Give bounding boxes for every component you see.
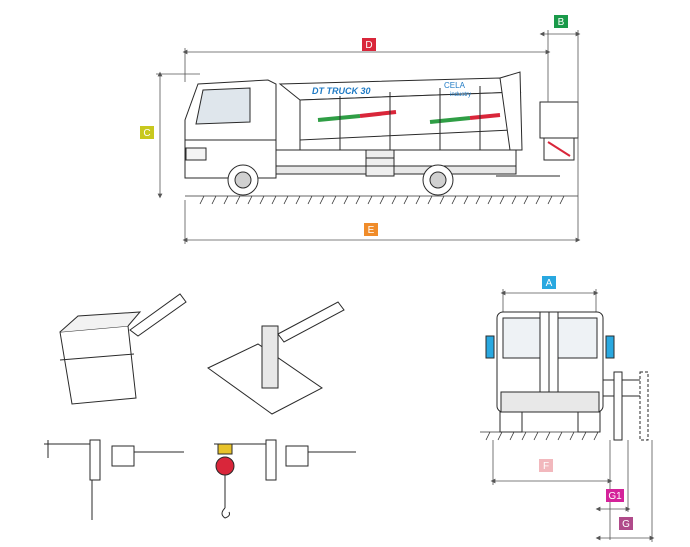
svg-text:F: F xyxy=(543,461,549,472)
dimension-tag-F: F xyxy=(539,459,553,472)
dimension-tag-E: E xyxy=(364,223,378,236)
truck-brand-sub-text: industry xyxy=(450,92,471,98)
dimension-tag-B: B xyxy=(554,15,568,28)
plate-attachment xyxy=(207,301,345,415)
svg-text:E: E xyxy=(368,225,375,236)
truck-side-view xyxy=(184,71,579,196)
truck-front-view xyxy=(485,311,649,441)
truck-model-text: DT TRUCK 30 xyxy=(312,86,371,96)
svg-text:A: A xyxy=(546,278,553,289)
dimension-tag-C: C xyxy=(140,126,154,139)
hook-icon xyxy=(221,507,230,519)
dimension-lines xyxy=(156,30,655,542)
basket-attachment xyxy=(59,293,187,405)
dimension-tag-G: G xyxy=(619,517,633,530)
ground-line-side xyxy=(185,195,578,205)
ground-line-front xyxy=(480,431,600,441)
dimension-tag-A: A xyxy=(542,276,556,289)
svg-text:D: D xyxy=(365,40,372,51)
hook-attachment xyxy=(214,439,356,519)
dimension-tag-D: D xyxy=(362,38,376,51)
boom-arm-attachment xyxy=(44,439,184,520)
svg-text:G: G xyxy=(622,519,630,530)
truck-brand-text: CELA xyxy=(444,81,466,90)
dimension-tag-G1: G1 xyxy=(606,489,624,502)
svg-text:B: B xyxy=(558,17,565,28)
svg-text:C: C xyxy=(143,128,150,139)
svg-text:G1: G1 xyxy=(608,491,622,502)
